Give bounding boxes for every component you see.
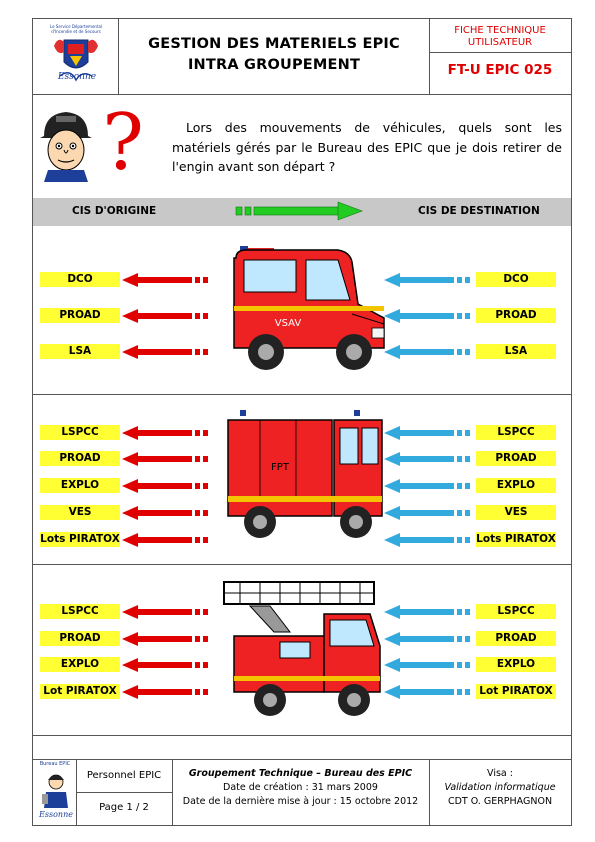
footer-divider-c <box>429 759 430 825</box>
footer-divider-b <box>172 759 173 825</box>
title-line-1: GESTION DES MATERIELS EPIC <box>148 36 400 52</box>
origin-tag-lot-piratox: Lot PIRATOX <box>40 684 120 699</box>
dest-tag-lots-piratox: Lots PIRATOX <box>476 532 556 547</box>
footer-logo-caption: Bureau EPIC <box>39 761 71 767</box>
footer-divider <box>33 759 571 760</box>
vsav-truck <box>226 244 386 374</box>
blue-arrow-ves <box>384 506 470 520</box>
red-arrow-explo-epa <box>122 658 208 672</box>
dest-tag-lspcc: LSPCC <box>476 425 556 440</box>
question-mark: ? <box>102 98 144 188</box>
footer-visa-value: Validation informatique <box>444 782 556 793</box>
fpt-label: FPT <box>271 462 289 473</box>
title-line-2: INTRA GROUPEMENT <box>187 57 361 73</box>
blue-arrow-dco <box>384 273 470 287</box>
dest-tag-explo-epa: EXPLO <box>476 657 556 672</box>
red-arrow-proad-epa <box>122 632 208 646</box>
origin-tag-lsa: LSA <box>40 344 120 359</box>
fpt-truck <box>222 408 386 542</box>
footer-logo-signature: Essonne <box>39 810 73 819</box>
question-text: Lors des mouvements de véhicules, quels … <box>172 120 562 174</box>
origin-tag-lspcc-epa: LSPCC <box>40 604 120 619</box>
fiche-label-line-1: FICHE TECHNIQUE <box>454 25 546 36</box>
blue-arrow-proad <box>384 309 470 323</box>
blue-arrow-lsa <box>384 345 470 359</box>
footer-visa-name: CDT O. GERPHAGNON <box>447 796 553 807</box>
section-divider-1 <box>33 394 571 395</box>
red-arrow-lspcc <box>122 426 208 440</box>
header-fiche-hdivider <box>429 52 571 53</box>
header-fiche-divider <box>429 18 430 94</box>
page-title: GESTION DES MATERIELS EPIC INTRA GROUPEM… <box>124 34 424 76</box>
red-arrow-ves <box>122 506 208 520</box>
red-arrow-proad <box>122 309 208 323</box>
origin-tag-explo: EXPLO <box>40 478 120 493</box>
origin-tag-lots-piratox: Lots PIRATOX <box>40 532 120 547</box>
origin-tag-proad: PROAD <box>40 308 120 323</box>
blue-arrow-lspcc-epa <box>384 605 470 619</box>
blue-arrow-explo-epa <box>384 658 470 672</box>
logo-text-line-1: Le Service Départemental <box>49 24 103 29</box>
green-direction-arrow <box>234 201 364 221</box>
footer-personnel: Personnel EPIC <box>86 770 162 781</box>
fiche-label-line-2: UTILISATEUR <box>467 37 533 48</box>
footer-divider-d <box>76 792 172 793</box>
origin-tag-explo-epa: EXPLO <box>40 657 120 672</box>
blue-arrow-proad-epa <box>384 632 470 646</box>
dest-tag-proad-fpt: PROAD <box>476 451 556 466</box>
dest-tag-lspcc-epa: LSPCC <box>476 604 556 619</box>
origin-tag-proad-fpt: PROAD <box>40 451 120 466</box>
red-arrow-explo <box>122 479 208 493</box>
dest-tag-ves: VES <box>476 505 556 520</box>
logo-text: Le Service Départemental d'Incendie et d… <box>38 24 114 34</box>
footer-update-date: Date de la dernière mise à jour : 15 oct… <box>182 796 419 807</box>
blue-arrow-lot-piratox <box>384 685 470 699</box>
red-arrow-dco <box>122 273 208 287</box>
red-arrow-lsa <box>122 345 208 359</box>
page-frame <box>32 18 572 826</box>
origin-tag-dco: DCO <box>40 272 120 287</box>
logo-text-line-2: d'Incendie et de Secours <box>51 29 101 34</box>
vsav-label: VSAV <box>274 318 302 329</box>
sdis-logo <box>40 22 112 92</box>
red-arrow-proad-fpt <box>122 452 208 466</box>
dest-tag-explo: EXPLO <box>476 478 556 493</box>
fiche-label: FICHE TECHNIQUE UTILISATEUR <box>430 25 570 49</box>
fiche-code: FT-U EPIC 025 <box>447 62 553 78</box>
dest-tag-dco: DCO <box>476 272 556 287</box>
origin-tag-ves: VES <box>40 505 120 520</box>
red-arrow-lots-piratox <box>122 533 208 547</box>
dest-tag-proad: PROAD <box>476 308 556 323</box>
footer-creation-date: Date de création : 31 mars 2009 <box>223 782 378 793</box>
logo-signature: Essonne <box>57 72 97 82</box>
bureau-epic-logo <box>38 770 74 810</box>
footer-page-number: Page 1 / 2 <box>99 802 149 813</box>
red-arrow-lot-piratox <box>122 685 208 699</box>
blue-arrow-lots-piratox <box>384 533 470 547</box>
origin-tag-lspcc: LSPCC <box>40 425 120 440</box>
dest-tag-proad-epa: PROAD <box>476 631 556 646</box>
header-logo-divider <box>118 18 119 94</box>
ladder-truck <box>220 576 386 724</box>
dest-tag-lsa: LSA <box>476 344 556 359</box>
footer-groupement: Groupement Technique – Bureau des EPIC <box>188 768 413 779</box>
blue-arrow-lspcc <box>384 426 470 440</box>
firefighter-head-icon <box>36 106 96 182</box>
origin-tag-proad-epa: PROAD <box>40 631 120 646</box>
dest-tag-lot-piratox: Lot PIRATOX <box>476 684 556 699</box>
red-arrow-lspcc-epa <box>122 605 208 619</box>
origin-label: CIS D'ORIGINE <box>72 205 157 217</box>
blue-arrow-proad-fpt <box>384 452 470 466</box>
section-divider-2 <box>33 564 571 565</box>
blue-arrow-explo <box>384 479 470 493</box>
destination-label: CIS DE DESTINATION <box>418 205 540 217</box>
footer-visa-label: Visa : <box>487 768 513 779</box>
section-divider-3 <box>33 735 571 736</box>
header-divider <box>33 94 571 95</box>
